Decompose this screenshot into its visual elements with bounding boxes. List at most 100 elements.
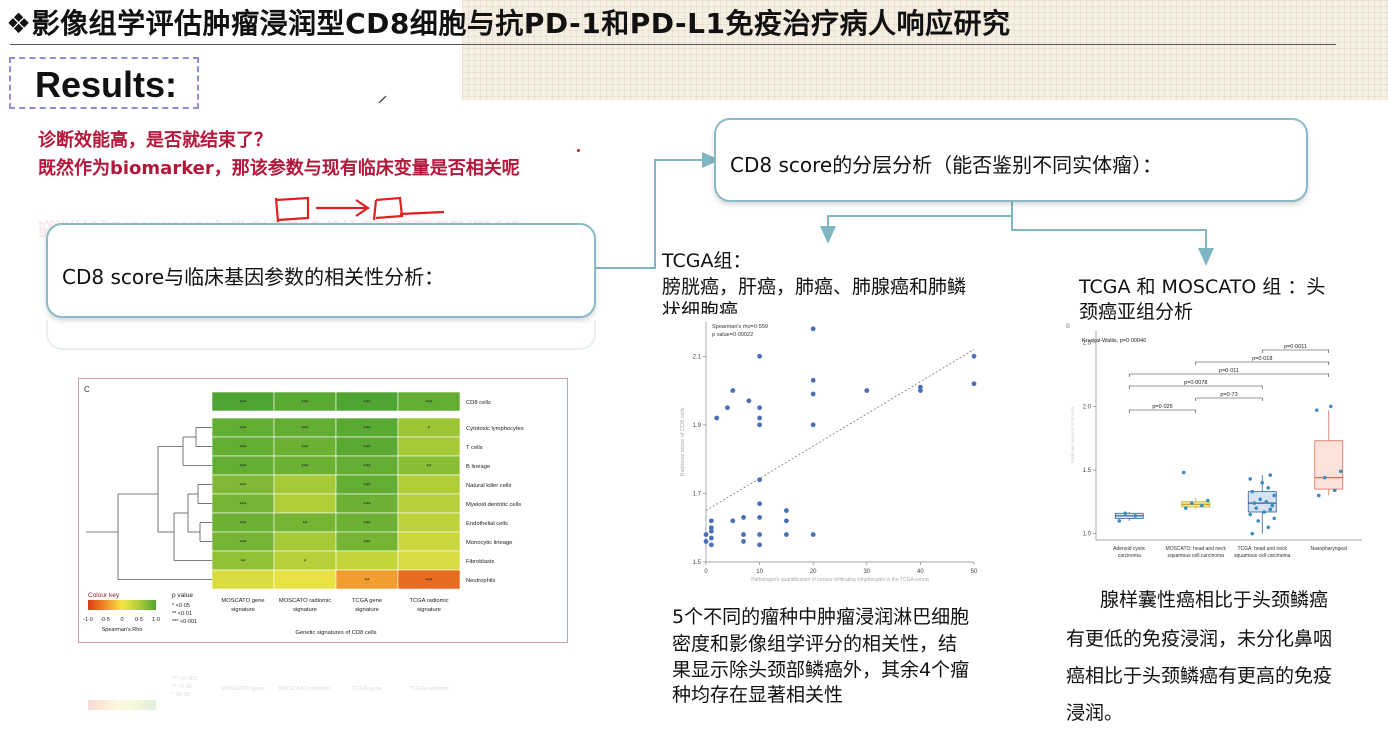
colour-key-tick: 0: [120, 617, 123, 623]
box-comparison-p-value: p=0·0011: [1284, 344, 1307, 350]
scatter-point: [714, 415, 720, 421]
box-data-point: [1254, 506, 1259, 510]
scatter-caption-2: 密度和影像组学评分的相关性，结: [672, 633, 958, 655]
scatter-y-tick-label: 1.7: [693, 491, 702, 497]
scatter-point: [757, 477, 762, 483]
box-data-point: [1248, 512, 1253, 517]
box-comparison-p-value: p=0·0078: [1184, 380, 1207, 386]
heatmap-row-label: Natural killer cells: [466, 483, 512, 489]
heatmap-star-label: ***: [239, 465, 247, 471]
question-line-1: 诊断效能高，是否就结束了？: [38, 130, 272, 151]
tcga-group-cancers-1: 膀胱癌，肝癌，肺癌、肺腺癌和肺鳞: [662, 276, 967, 298]
box-data-point: [1117, 519, 1122, 523]
question-line-2: 既然作为biomarker，那该参数与现有临床变量是否相关呢: [38, 158, 520, 179]
scatter-x-tick-label: 40: [917, 569, 924, 575]
handwritten-annotation: [274, 196, 445, 223]
p-value-legend-entry: *** <0·001: [172, 619, 197, 625]
heatmap-star-label: ***: [363, 401, 371, 407]
heatmap-cell: [397, 531, 461, 552]
box-data-point: [1268, 473, 1273, 477]
scatter-point: [971, 353, 977, 359]
scatter-x-tick-label: 30: [863, 569, 870, 575]
box-data-point: [1181, 470, 1186, 475]
box-plot-panel-label: B: [1066, 324, 1070, 330]
heatmap-cell: [273, 569, 337, 590]
heatmap-row-label: Myeloid dentritic cells: [466, 502, 521, 508]
box-reflection: [46, 320, 596, 350]
colour-key-tick: -0·5: [100, 617, 110, 623]
box-data-point: [1264, 500, 1269, 504]
heatmap-column-label: MOSCATO radiomic: [279, 598, 331, 604]
heatmap-cell: [335, 550, 399, 571]
heatmap-star-label: **: [241, 560, 246, 566]
scatter-point: [741, 532, 746, 537]
heatmap-dendrogram: [86, 427, 212, 580]
box-data-point: [1189, 501, 1194, 505]
heatmap-star-label: ***: [239, 503, 247, 509]
red-dot-mark: [577, 149, 580, 152]
box-category-label: TCGA: head and neck: [1238, 546, 1288, 552]
box-category-label: carcinoma: [1118, 553, 1141, 559]
box-category-label: Adenoid cystic: [1113, 546, 1146, 552]
box-data-point: [1316, 493, 1321, 498]
heatmap-star-label: ***: [239, 446, 247, 452]
box-data-point: [1262, 510, 1267, 514]
scatter-point: [810, 377, 816, 383]
scatter-caption-4: 种均存在显著相关性: [672, 684, 844, 706]
heatmap-star-label: ***: [239, 401, 247, 407]
scatter-point: [741, 515, 746, 520]
box-comparison-bracket: [1128, 409, 1197, 413]
heatmap-star-label: ***: [301, 465, 309, 471]
heatmap-star-label: ***: [363, 484, 371, 490]
scatter-caption-3: 果显示除头颈部鳞癌外，其余4个瘤: [672, 659, 970, 681]
box-category-label: Nasopharyngeal: [1311, 546, 1347, 552]
heatmap-star-label: *: [428, 427, 431, 433]
heatmap-star-label: ***: [301, 401, 309, 407]
box-caption-3: 癌相比于头颈鳞癌有更高的免疫: [1066, 665, 1333, 687]
scatter-point: [784, 508, 789, 513]
heatmap-cell: [211, 569, 275, 590]
box-caption-1: 腺样囊性癌相比于头颈鳞癌: [1100, 589, 1329, 611]
heatmap-row-label: Fibroblasts: [466, 559, 494, 565]
box-data-point: [1322, 475, 1327, 480]
scatter-point: [757, 353, 762, 359]
box-data-point: [1250, 531, 1255, 536]
box-plot-y-tick-label: 2.0: [1083, 404, 1092, 410]
box-data-point: [1260, 480, 1265, 485]
scatter-point: [708, 535, 714, 541]
scatter-point: [730, 518, 736, 524]
box-data-point: [1332, 488, 1337, 493]
box-caption-2: 有更低的免疫浸润，未分化鼻咽: [1066, 628, 1333, 650]
heatmap-star-label: ***: [363, 503, 371, 509]
scatter-stat-annotation: Spearman's rho=0·559: [712, 324, 768, 330]
correlation-analysis-box: CD8 score与临床基因参数的相关性分析：: [46, 223, 596, 318]
reflected-column-label: TCGA gene: [352, 686, 382, 692]
scatter-y-tick-label: 2.1: [693, 354, 702, 360]
heatmap-x-axis-title: Genetic signatures of CD8 cells: [295, 630, 376, 636]
scatter-x-tick-label: 10: [756, 569, 763, 575]
heatmap-star-label: ***: [301, 427, 309, 433]
scatter-point: [725, 405, 730, 411]
box-comparison-p-value: p=0·011: [1219, 368, 1239, 374]
box-category-label: squamous cell carcinoma: [1234, 553, 1291, 559]
reflected-column-label: MOSCATO gene: [221, 686, 264, 692]
scatter-point: [708, 518, 714, 524]
reflected-legend-text: ** <0·01: [172, 684, 192, 690]
box-plot-y-tick-label: 1.5: [1083, 468, 1092, 474]
heatmap-star-label: ***: [425, 401, 433, 407]
heatmap-star-label: ***: [301, 446, 309, 452]
box-plot-y-axis-title: Radiomic score of CD8 cells: [1070, 406, 1075, 463]
heatmap-cell: [273, 474, 337, 495]
scatter-stat-annotation: p value=0·00022: [712, 332, 753, 338]
box-category-label: squamous cell carcinoma: [1168, 553, 1225, 559]
box-body: [1314, 440, 1344, 490]
scatter-point: [810, 326, 816, 332]
box-plot-y-tick-label: 2.5: [1083, 341, 1092, 347]
scatter-point: [757, 515, 762, 520]
scatter-point: [918, 384, 923, 390]
box-data-point: [1266, 486, 1271, 490]
scatter-point: [757, 415, 762, 421]
box-data-point: [1268, 507, 1273, 512]
